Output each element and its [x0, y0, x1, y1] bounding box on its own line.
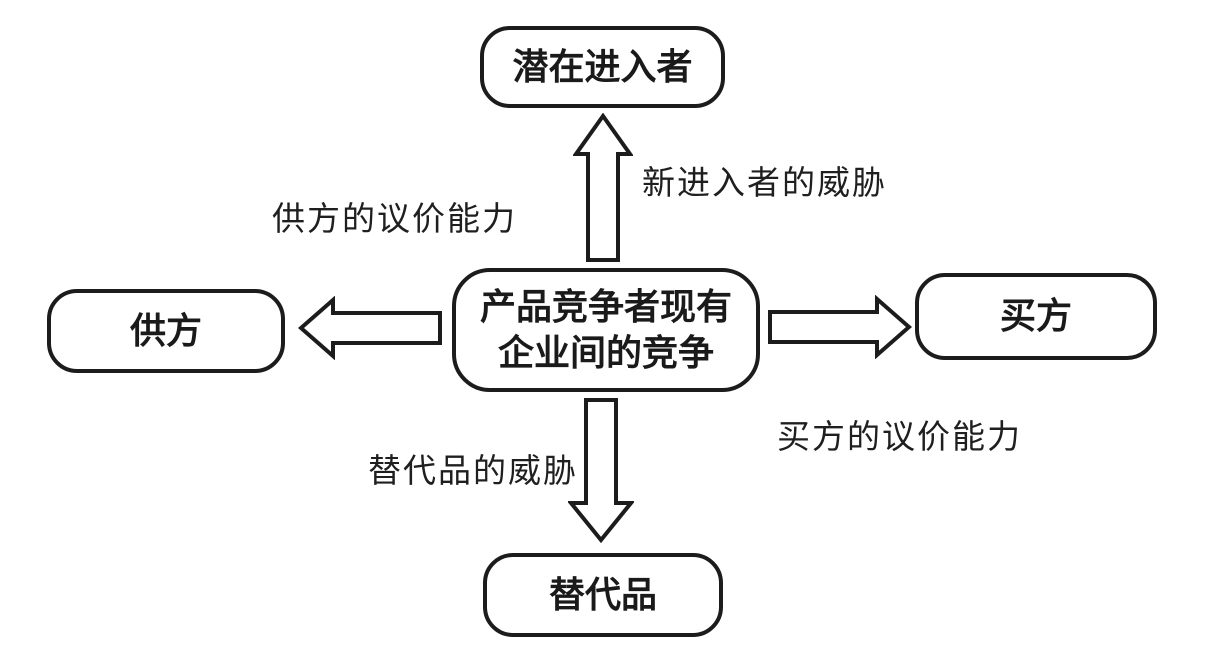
down-block-arrow-icon	[568, 398, 634, 543]
label-new-entrant-threat: 新进入者的威胁	[642, 166, 887, 202]
node-substitutes-label: 替代品	[548, 573, 657, 615]
label-substitute-threat: 替代品的威胁	[368, 454, 578, 490]
up-block-arrow-icon	[573, 113, 633, 263]
node-buyers: 买方	[915, 273, 1157, 360]
right-block-arrow-icon	[767, 295, 912, 359]
node-potential-entrants-label: 潜在进入者	[512, 45, 693, 87]
node-center-competition-label: 产品竞争者现有企业间的竞争	[479, 285, 732, 373]
left-block-arrow-icon	[298, 296, 443, 360]
node-suppliers-label: 供方	[129, 309, 202, 351]
node-buyers-label: 买方	[999, 295, 1072, 337]
node-potential-entrants: 潜在进入者	[480, 26, 725, 108]
node-substitutes: 替代品	[483, 553, 723, 637]
label-buyer-bargaining-power: 买方的议价能力	[777, 420, 1022, 456]
label-supplier-bargaining-power: 供方的议价能力	[272, 202, 517, 238]
node-suppliers: 供方	[47, 289, 285, 373]
node-center-competition: 产品竞争者现有企业间的竞争	[452, 268, 760, 392]
